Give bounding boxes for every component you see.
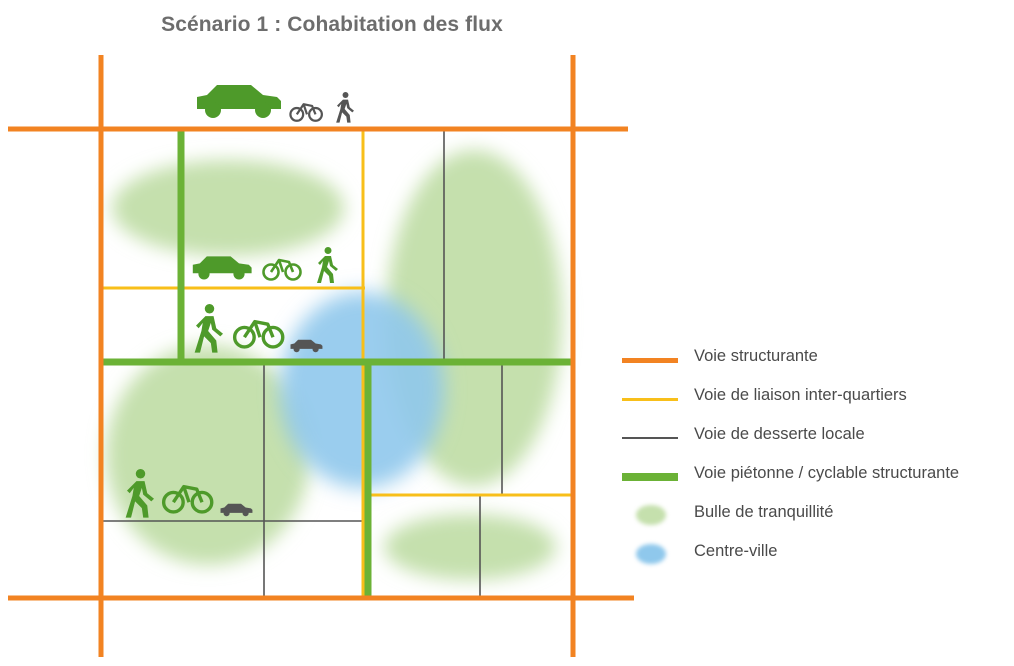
- car-icon: [192, 256, 252, 280]
- legend-label: Voie de desserte locale: [694, 425, 865, 443]
- legend-label: Voie de liaison inter-quartiers: [694, 386, 907, 404]
- local-roads: [102, 130, 503, 598]
- legend-label: Centre-ville: [694, 542, 778, 560]
- legend-label: Bulle de tranquillité: [694, 503, 834, 521]
- diagram-title: Scénario 1 : Cohabitation des flux: [161, 13, 503, 36]
- legend-swatch-gray: [622, 437, 678, 439]
- legend-label: Voie piétonne / cyclable structurante: [694, 464, 960, 482]
- pedestrian-icon: [336, 92, 354, 123]
- bicycle-icon: [232, 303, 285, 349]
- pedestrian-icon: [317, 247, 338, 283]
- bicycle-icon: [289, 92, 323, 122]
- legend-swatch-yellow: [622, 398, 678, 401]
- legend-swatch-blue-blob: [636, 544, 666, 564]
- street-network-diagram: [8, 55, 634, 657]
- structural-roads: [8, 55, 634, 657]
- legend-swatch-lightgreen-blob: [636, 505, 666, 525]
- legend-swatch-orange: [622, 358, 678, 363]
- car-icon: [197, 85, 281, 118]
- tranquility-bubble: [106, 345, 310, 565]
- tranquility-bubble: [384, 514, 556, 580]
- legend-label: Voie structurante: [694, 347, 818, 365]
- pedestrian-cycle-ways: [102, 130, 573, 598]
- tranquility-bubble: [112, 160, 344, 256]
- legend-swatch-green: [622, 473, 678, 481]
